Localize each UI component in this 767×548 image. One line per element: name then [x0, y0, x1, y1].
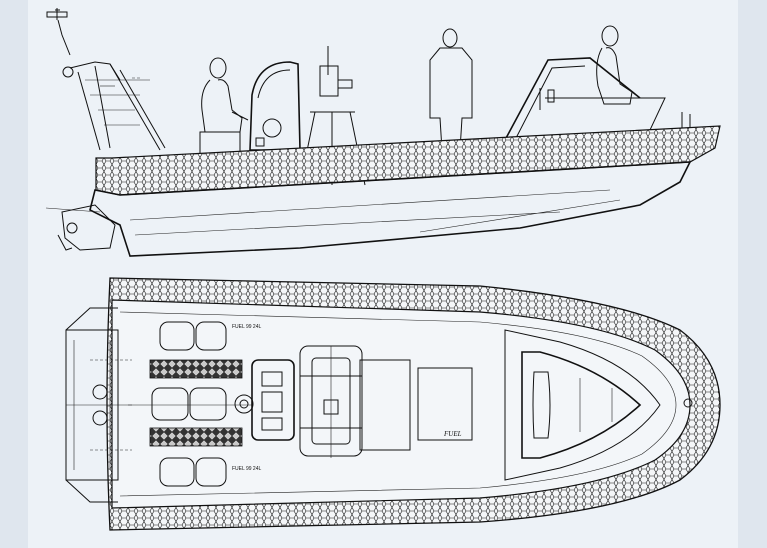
deck-plan [111, 299, 691, 509]
bow-figure [504, 25, 666, 141]
plan-view: FUEL 99 24L FUEL 99 24L FUEL [65, 277, 721, 531]
side-profile-view [45, 8, 721, 257]
fuel-capacity-lower: FUEL 99 24L [232, 466, 261, 472]
console-plan [234, 359, 295, 441]
steering-console [249, 61, 301, 151]
fuel-capacity-upper: FUEL 99 24L [232, 324, 261, 330]
side-tube-collar [95, 125, 721, 196]
fuel-tank [417, 367, 473, 441]
deck-box [359, 359, 411, 451]
fuel-tank-label: FUEL [443, 430, 462, 438]
outboard-motor [45, 204, 116, 251]
jockey-seats [128, 321, 252, 487]
grip-pad-lower [149, 427, 243, 447]
stern-framework [65, 307, 132, 503]
helmsman-figure [199, 57, 249, 158]
standing-figure [429, 28, 473, 151]
weapon-frame-plan [299, 345, 363, 458]
grip-pad-upper [149, 359, 243, 379]
radar-arch [46, 8, 166, 151]
bow-section [504, 329, 693, 481]
